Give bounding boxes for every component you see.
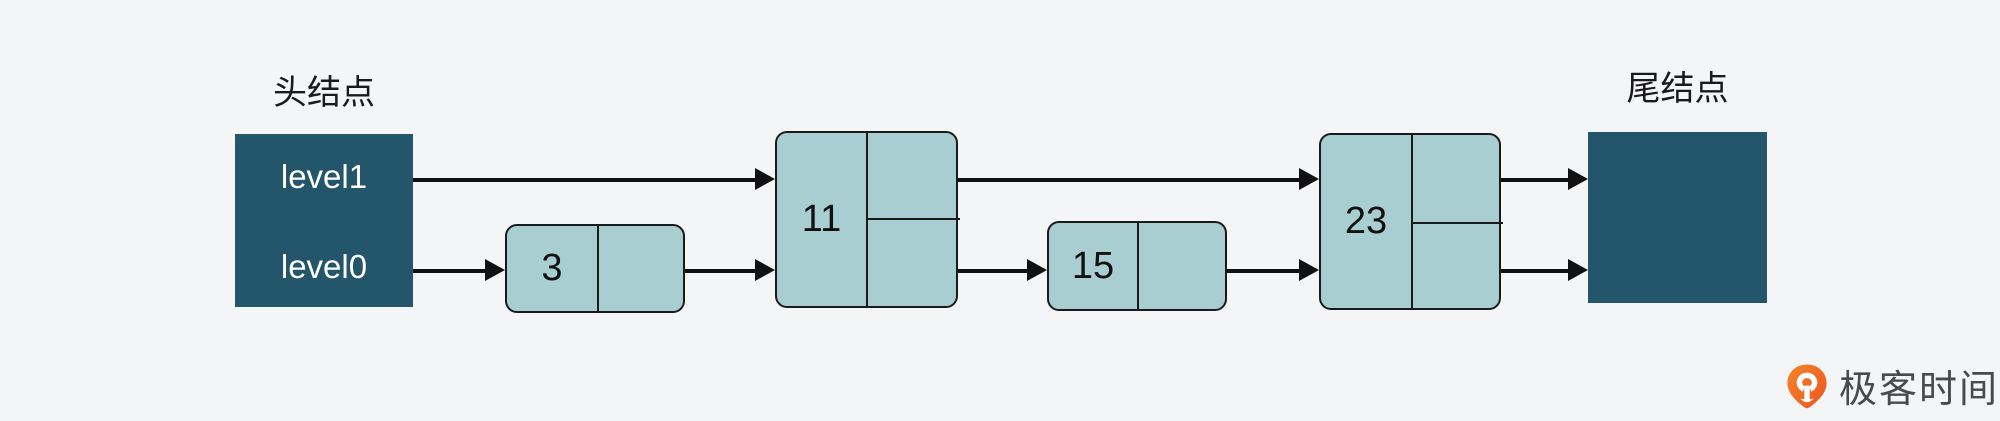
link-level1-23-to-tail (1501, 178, 1568, 182)
node-3-key: 3 (507, 226, 599, 311)
arrowhead-level0-head-to-3 (485, 259, 505, 281)
tail-node-caption: 尾结点 (1626, 69, 1729, 109)
node-23-pointer-divider (1413, 222, 1503, 224)
head-node-caption: 头结点 (273, 73, 375, 113)
geektime-logo-text: 极客时间 (1839, 367, 2000, 411)
head-sentinel-level0-label: level0 (280, 247, 368, 285)
arrowhead-level0-11-to-15 (1027, 259, 1047, 281)
node-23-key: 23 (1321, 135, 1413, 308)
link-level0-head-to-3 (413, 269, 485, 273)
node-15-key: 15 (1049, 223, 1139, 309)
arrowhead-level0-15-to-23 (1299, 259, 1319, 281)
link-level0-23-to-tail (1501, 269, 1568, 273)
node-11-pointer-divider (868, 218, 960, 220)
arrowhead-level1-head-to-11 (755, 168, 775, 190)
head-sentinel-level0-cell: level0 (235, 226, 413, 307)
node-11: 11 (775, 131, 960, 308)
link-level1-11-to-23 (958, 178, 1299, 182)
head-sentinel-level1-label: level1 (280, 157, 368, 195)
link-level0-3-to-11 (685, 269, 755, 273)
geektime-pin-icon (1785, 363, 1829, 409)
node-11-key: 11 (777, 133, 868, 306)
geektime-logo: 极客时间 (1785, 358, 1999, 413)
node-23: 23 (1319, 133, 1503, 310)
arrowhead-level0-3-to-11 (755, 259, 775, 281)
tail-sentinel-node (1588, 132, 1767, 303)
node-15: 15 (1047, 221, 1227, 311)
arrowhead-level0-23-to-tail (1568, 259, 1588, 281)
node-3: 3 (505, 224, 685, 313)
link-level1-head-to-11 (413, 178, 755, 182)
link-level0-11-to-15 (958, 269, 1027, 273)
arrowhead-level1-23-to-tail (1568, 168, 1588, 190)
arrowhead-level1-11-to-23 (1299, 168, 1319, 190)
link-level0-15-to-23 (1227, 269, 1299, 273)
head-sentinel-level1-cell: level1 (235, 134, 413, 219)
head-sentinel-node: level1 level0 (235, 134, 413, 307)
